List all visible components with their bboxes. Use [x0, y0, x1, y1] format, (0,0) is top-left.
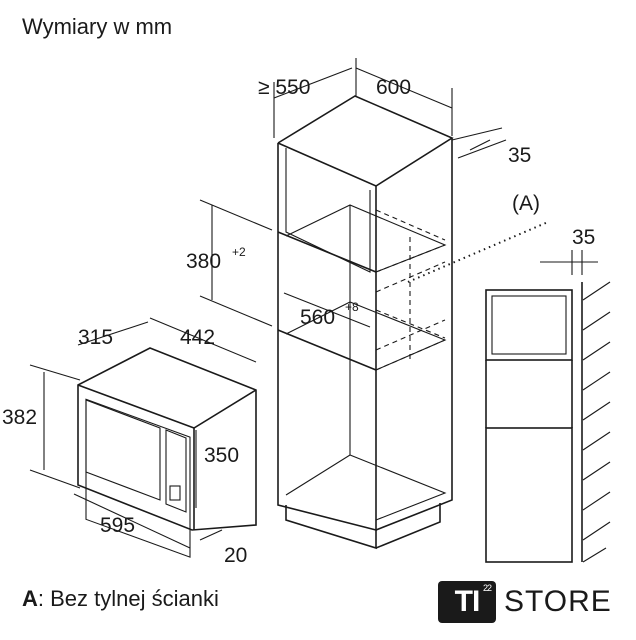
- logo-store-text: STORE: [504, 585, 612, 618]
- microwave-unit: [29, 317, 257, 558]
- label-front-height: 350: [204, 444, 239, 467]
- label-depth-min: ≥ 550: [258, 76, 310, 99]
- label-frame-depth: 20: [224, 544, 247, 567]
- label-niche-height: 380: [186, 250, 221, 273]
- logo-mark-text: TI: [454, 585, 481, 618]
- label-niche-width: 560: [300, 306, 335, 329]
- label-front-width: 595: [100, 514, 135, 537]
- logo-mark: TI 22: [438, 581, 496, 623]
- top-dimensions: [199, 58, 549, 328]
- label-unit-depth: 315: [78, 326, 113, 349]
- wall-hatching: [582, 281, 611, 563]
- logo-number: 22: [482, 583, 492, 593]
- diagram-title: Wymiary w mm: [22, 14, 173, 39]
- store-logo: TI 22 STORE: [438, 577, 612, 627]
- legend-key: A: [22, 586, 38, 611]
- label-width-top: 600: [376, 76, 411, 99]
- label-unit-width: 442: [180, 326, 215, 349]
- label-unit-height: 382: [2, 406, 37, 429]
- legend-note: A: Bez tylnej ścianki: [22, 586, 219, 612]
- label-niche-height-tolerance: +2: [232, 245, 246, 259]
- side-view: [485, 250, 611, 563]
- tall-cabinet: [277, 95, 454, 550]
- label-panel-gap: 35: [508, 144, 531, 167]
- label-a-marker: (A): [512, 192, 540, 215]
- label-side-gap: 35: [572, 226, 595, 249]
- label-niche-width-tolerance: +8: [345, 300, 359, 314]
- legend-text: : Bez tylnej ścianki: [37, 586, 219, 611]
